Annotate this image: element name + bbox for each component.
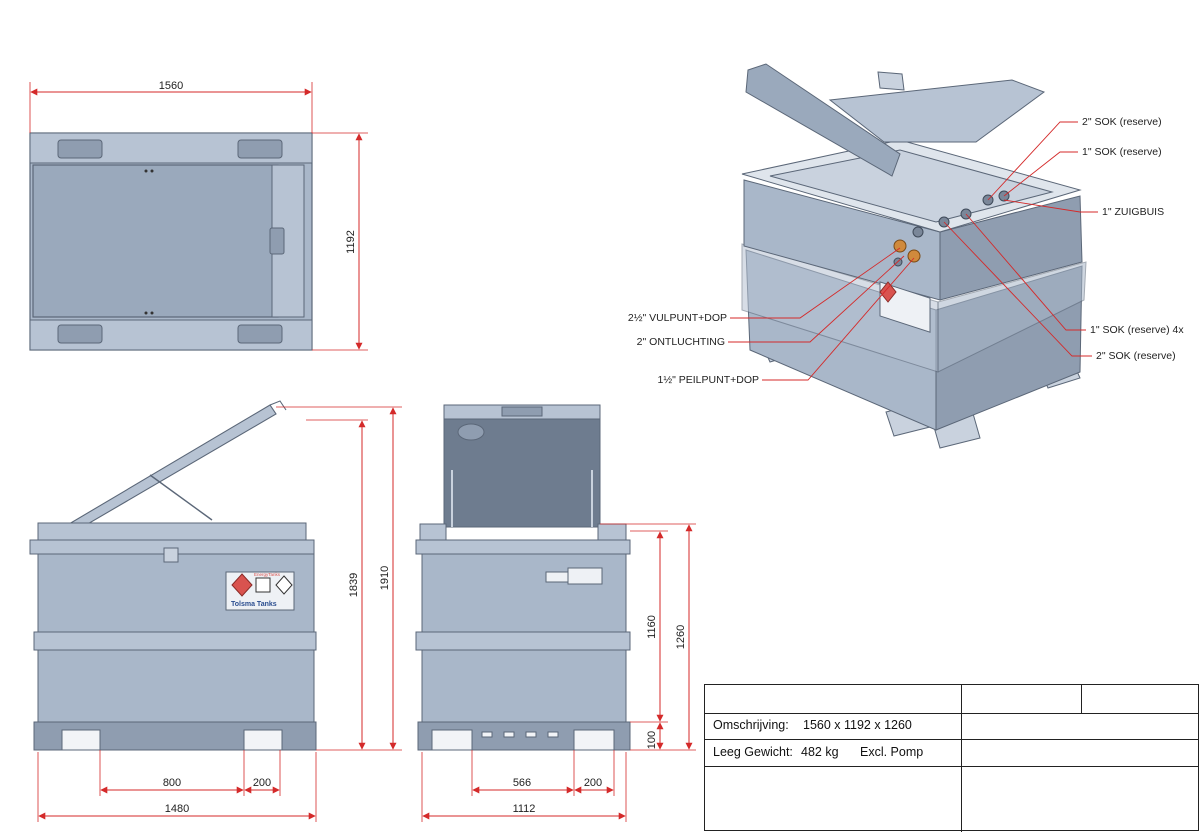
omschrijving-value: 1560 x 1192 x 1260 [803,718,912,732]
dim-side-width: 1112 [513,803,536,815]
dim-front-foot-width: 200 [253,777,271,789]
front-view [29,400,317,751]
dim-top-width: 1560 [159,80,183,92]
dim-side-total-height: 1260 [675,625,687,649]
callout-zuigbuis: 1" ZUIGBUIS [1102,206,1164,218]
dim-side-feet-spacing: 566 [513,777,531,789]
brand-label: Tolsma Tanks [231,601,277,608]
callout-peilpunt: 1½" PEILPUNT+DOP [658,374,759,386]
front-view-dimensions [37,406,402,822]
top-view-dimensions [29,82,368,351]
title-block-row-line [705,713,1198,714]
dim-front-height-open: 1839 [348,573,360,597]
title-block-divider [1081,685,1082,713]
callout-1in-sok-reserve: 1" SOK (reserve) [1082,146,1162,158]
side-view-dimensions [421,523,696,822]
top-view [29,132,313,351]
callout-ontluchting: 2" ONTLUCHTING [637,336,725,348]
title-block-row-line [705,739,1198,740]
title-block-divider [961,685,962,713]
dim-side-foot-height: 100 [646,731,658,749]
dim-front-width: 1480 [165,803,189,815]
title-block: Omschrijving: 1560 x 1192 x 1260 Leeg Ge… [704,684,1199,832]
callout-2in-sok-reserve-bottom: 2" SOK (reserve) [1096,350,1176,362]
dim-front-height-total: 1910 [379,566,391,590]
dim-top-depth: 1192 [345,230,357,254]
energy-label: EnergyTanks [254,572,281,577]
callout-2in-sok-reserve-top: 2" SOK (reserve) [1082,116,1162,128]
dim-front-feet-spacing: 800 [163,777,181,789]
dim-side-body-height: 1160 [646,615,658,639]
callout-leaders [728,121,1098,381]
isometric-view [741,63,1087,449]
title-block-divider [961,713,962,832]
side-view [415,404,631,751]
gewicht-note: Excl. Pomp [860,745,924,759]
title-block-row-line [705,766,1198,767]
omschrijving-label: Omschrijving: [713,718,789,732]
callout-vulpunt: 2½" VULPUNT+DOP [628,312,727,324]
dim-side-foot-width: 200 [584,777,602,789]
gewicht-value: 482 kg [801,745,839,759]
callout-1in-sok-reserve-4x: 1" SOK (reserve) 4x [1090,324,1184,336]
gewicht-label: Leeg Gewicht: [713,745,793,759]
